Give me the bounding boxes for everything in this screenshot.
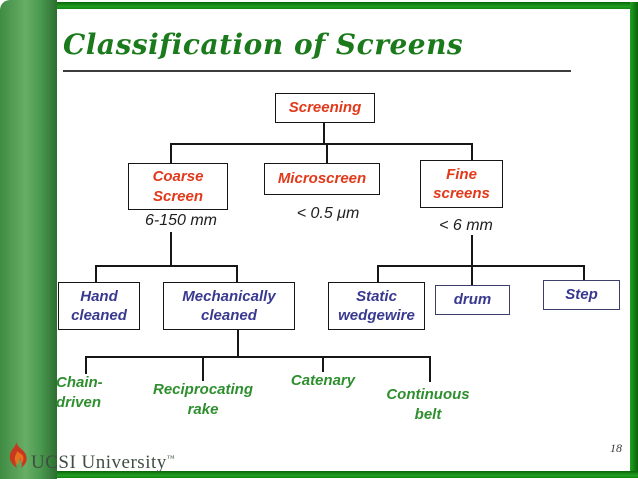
- tree-connector: [583, 265, 585, 280]
- left-accent-bar: [0, 0, 57, 479]
- node-mechanically-cleaned: Mechanically cleaned: [163, 282, 295, 330]
- node-microscreen: Microscreen: [264, 163, 380, 195]
- tree-connector: [377, 265, 583, 267]
- node-screening: Screening: [275, 93, 375, 123]
- tree-connector: [326, 143, 328, 163]
- tree-connector: [170, 232, 172, 265]
- node-static-wedgewire: Static wedgewire: [328, 282, 425, 330]
- ucsi-logo: UCSI University™: [7, 441, 175, 474]
- size-label-microscreen: < 0.5 μm: [296, 205, 360, 222]
- right-accent-bar: [630, 2, 638, 478]
- node-drum: drum: [435, 285, 510, 315]
- tree-connector: [85, 356, 431, 358]
- leaf-reciprocating-rake: Reciprocating rake: [152, 381, 254, 419]
- tree-connector: [471, 143, 473, 160]
- tree-connector: [202, 356, 204, 381]
- node-coarse-screen: Coarse Screen: [128, 163, 228, 210]
- tree-connector: [95, 265, 238, 267]
- tree-connector: [170, 143, 473, 145]
- logo-text: UCSI University™: [31, 452, 176, 473]
- tree-connector: [95, 265, 97, 282]
- size-label-fine: < 6 mm: [439, 217, 493, 234]
- node-hand-cleaned: Hand cleaned: [58, 282, 140, 330]
- tree-connector: [377, 265, 379, 282]
- tree-connector: [237, 328, 239, 356]
- tree-connector: [471, 265, 473, 285]
- tree-connector: [429, 356, 431, 382]
- leaf-continuous-belt: Continuous belt: [386, 386, 470, 424]
- slide-title: Classification of Screens: [63, 28, 464, 61]
- tree-connector: [471, 235, 473, 265]
- tree-connector: [236, 265, 238, 282]
- bottom-accent-bar: [57, 471, 638, 478]
- tree-connector: [322, 356, 324, 372]
- flame-icon: [7, 441, 27, 474]
- node-step: Step: [543, 280, 620, 310]
- leaf-chain-driven: Chain- driven: [56, 374, 103, 412]
- leaf-catenary: Catenary: [290, 372, 356, 389]
- tree-connector: [170, 143, 172, 163]
- trademark-symbol: ™: [166, 453, 176, 463]
- page-number: 18: [610, 441, 622, 455]
- size-label-coarse: 6-150 mm: [144, 212, 218, 229]
- title-underline: [63, 70, 571, 72]
- tree-connector: [85, 356, 87, 374]
- top-accent-bar: [57, 2, 638, 9]
- node-fine-screens: Fine screens: [420, 160, 503, 208]
- tree-connector: [323, 120, 325, 143]
